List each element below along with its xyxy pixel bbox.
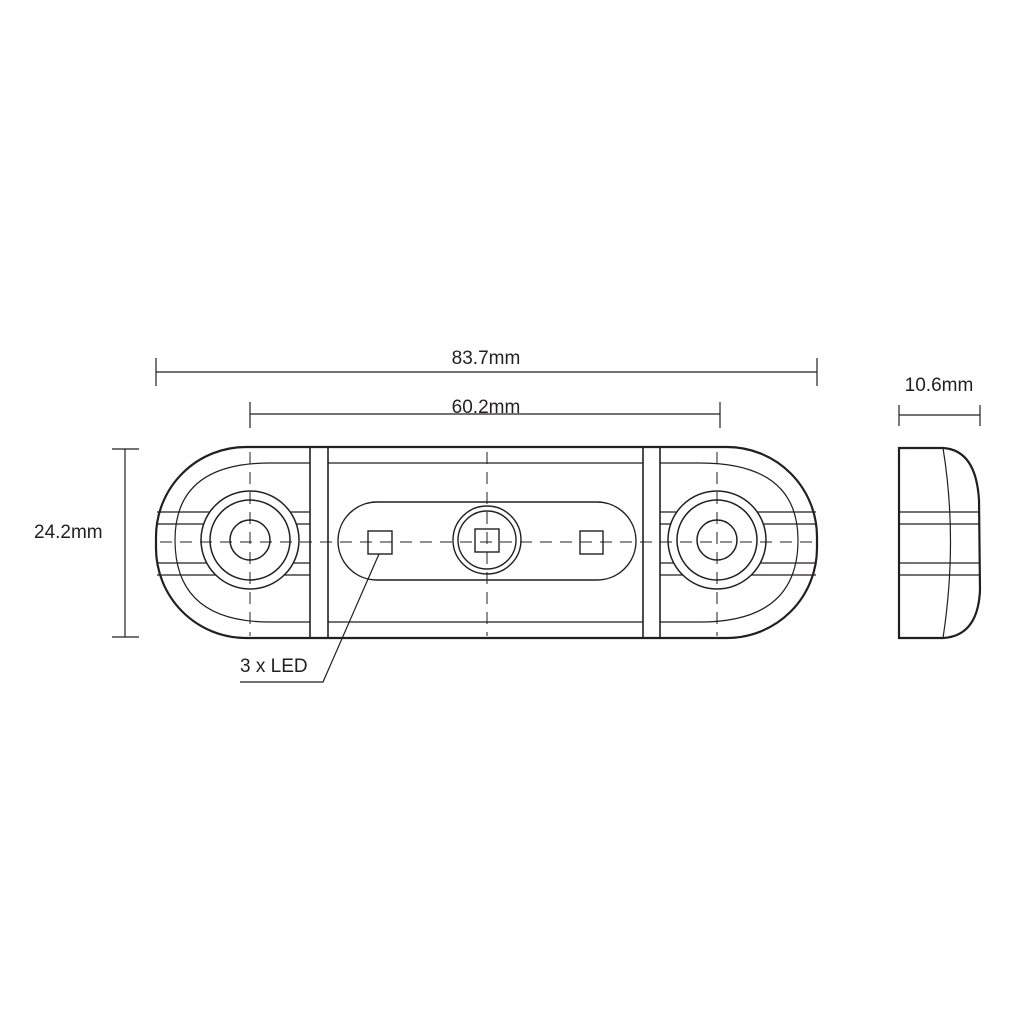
side-stripes [899, 511, 980, 576]
dimension-height [112, 448, 139, 638]
side-view [897, 446, 982, 640]
led-callout-label: 3 x LED [240, 656, 308, 677]
side-body [897, 446, 982, 640]
dimension-hole-spacing [249, 402, 721, 428]
height-label: 24.2mm [34, 522, 103, 543]
led-leader-line [240, 553, 380, 683]
inner-rim [174, 462, 799, 623]
center-lines [160, 452, 815, 636]
front-view [154, 445, 819, 640]
side-lens-edge [942, 447, 952, 639]
overall-length-label: 83.7mm [452, 348, 521, 369]
outer-body [154, 445, 819, 640]
hole-spacing-label: 60.2mm [452, 397, 521, 418]
dimension-overall-length [155, 358, 818, 386]
dimension-depth [898, 405, 981, 426]
depth-label: 10.6mm [905, 375, 974, 396]
